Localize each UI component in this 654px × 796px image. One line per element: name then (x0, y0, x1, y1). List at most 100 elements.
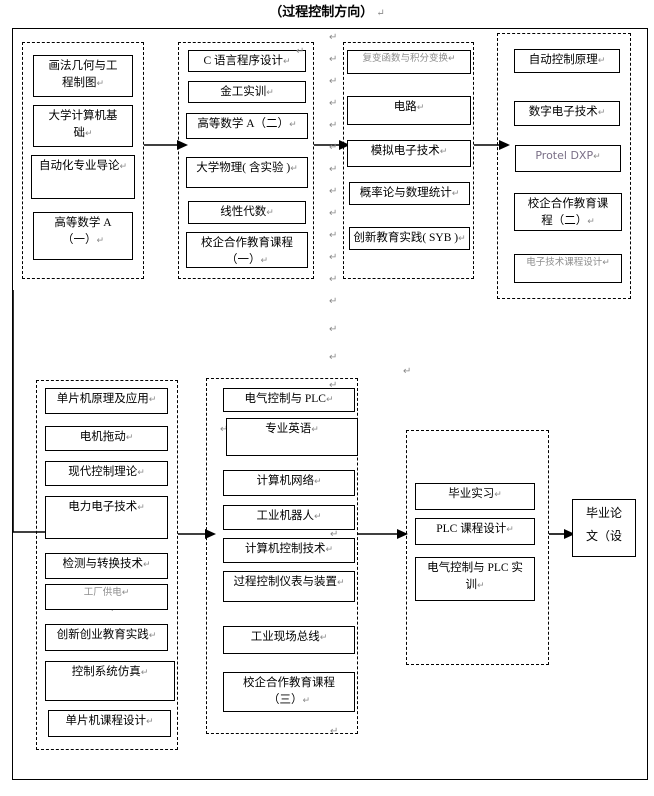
pilcrow-icon: ↵ (403, 366, 412, 377)
pilcrow-icon: ↵ (597, 108, 606, 118)
course-box[interactable]: 过程控制仪表与装置↵ (223, 571, 355, 602)
course-box[interactable]: 校企合作教育课 程（二）↵ (514, 193, 622, 231)
semester-group-1 (22, 42, 144, 279)
semester-group-4 (497, 33, 631, 299)
course-box[interactable]: 画法几何与工 程制图↵ (33, 55, 133, 97)
pilcrow-icon: ↵ (336, 578, 345, 588)
course-box[interactable]: 电路↵ (347, 96, 471, 125)
course-box[interactable]: 工业现场总线↵ (223, 626, 355, 654)
course-box[interactable]: 单片机课程设计↵ (48, 710, 171, 737)
arrow-g1-to-g2 (144, 138, 188, 152)
pilcrow-icon: ↵ (84, 128, 93, 139)
course-box[interactable]: 电子技术课程设计↵ (514, 254, 622, 283)
semester-group-3 (343, 42, 474, 279)
course-box[interactable]: 创新创业教育实践↵ (45, 624, 168, 651)
pilcrow-icon: ↵ (313, 512, 322, 522)
course-box[interactable]: 大学物理( 含实验 )↵ (186, 157, 308, 188)
pilcrow-icon: ↵ (329, 208, 338, 219)
pilcrow-icon: ↵ (145, 717, 154, 727)
pilcrow-icon: ↵ (319, 633, 328, 643)
pilcrow-icon: ↵ (266, 88, 274, 98)
pilcrow-icon: ↵ (283, 57, 291, 67)
course-box[interactable]: 现代控制理论↵ (45, 461, 168, 486)
pilcrow-icon: ↵ (597, 56, 606, 66)
pilcrow-icon: ↵ (289, 120, 297, 130)
course-box[interactable]: 高等数学 A （一）↵ (33, 212, 133, 260)
pilcrow-icon: ↵ (121, 588, 130, 598)
pilcrow-icon: ↵ (137, 503, 145, 513)
course-box[interactable]: 校企合作教育课程 （三）↵ (223, 672, 355, 712)
course-box[interactable]: 电气控制与 PLC 实 训↵ (415, 557, 535, 601)
arrow-g2-to-g3 (314, 138, 350, 152)
graduation-thesis-box[interactable]: 毕业论 文（设 (572, 499, 636, 557)
pilcrow-icon: ↵ (329, 76, 338, 87)
semester-group-7 (406, 430, 549, 665)
pilcrow-icon: ↵ (313, 477, 322, 487)
semester-group-5 (36, 380, 178, 750)
course-box[interactable]: 创新教育实践( SYB )↵ (349, 227, 470, 250)
pilcrow-icon: ↵ (266, 208, 274, 218)
course-box[interactable]: 控制系统仿真↵ (45, 661, 175, 701)
pilcrow-icon: ↵ (137, 468, 145, 478)
pilcrow-icon: ↵ (329, 252, 338, 263)
course-box[interactable]: 毕业实习↵ (415, 483, 535, 510)
pilcrow-icon: ↵ (125, 433, 134, 443)
course-box[interactable]: 大学计算机基 础↵ (33, 105, 133, 147)
course-box[interactable]: 金工实训↵ (188, 81, 306, 103)
page-title-text: （过程控制方向） (269, 4, 374, 19)
course-box[interactable]: 工厂供电↵ (45, 584, 168, 610)
pilcrow-icon: ↵ (506, 525, 514, 535)
pilcrow-icon: ↵ (329, 120, 338, 131)
pilcrow-icon: ↵ (260, 255, 269, 266)
pilcrow-icon: ↵ (329, 380, 338, 391)
pilcrow-icon: ↵ (290, 164, 298, 174)
pilcrow-icon: ↵ (329, 296, 338, 307)
course-box[interactable]: 数字电子技术↵ (514, 101, 620, 126)
course-box[interactable]: 专业英语↵ (226, 418, 358, 456)
course-box[interactable]: 计算机控制技术↵ (223, 538, 355, 563)
course-box[interactable]: 模拟电子技术↵ (347, 140, 471, 167)
course-box[interactable]: C 语言程序设计↵ (188, 50, 306, 72)
pilcrow-icon: ↵ (593, 152, 601, 162)
pilcrow-icon: ↵ (476, 580, 485, 591)
pilcrow-icon: ↵ (148, 631, 157, 641)
course-box[interactable]: PLC 课程设计↵ (415, 518, 535, 545)
course-box[interactable]: 检测与转换技术↵ (45, 553, 168, 579)
pilcrow-icon: ↵ (416, 103, 425, 113)
pilcrow-icon: ↵ (329, 98, 338, 109)
arrow-g5-to-g6 (178, 527, 216, 541)
pilcrow-icon: ↵ (494, 490, 502, 500)
pilcrow-icon: ↵ (587, 216, 595, 227)
pilcrow-icon: ↵ (447, 54, 456, 64)
course-box[interactable]: 自动化专业导论↵ (31, 155, 135, 199)
course-box[interactable]: 复变函数与积分变换↵ (347, 50, 471, 74)
pilcrow-icon: ↵ (329, 274, 338, 285)
pilcrow-icon: ↵ (330, 529, 339, 540)
course-box[interactable]: 单片机原理及应用↵ (45, 388, 168, 414)
pilcrow-icon: ↵ (329, 164, 338, 175)
pilcrow-icon: ↵ (296, 46, 305, 57)
semester-group-6 (206, 378, 358, 734)
course-box[interactable]: 计算机网络↵ (223, 470, 355, 496)
course-box[interactable]: 电机拖动↵ (45, 426, 168, 451)
semester-group-2 (178, 42, 314, 279)
pilcrow-icon: ↵ (451, 189, 460, 199)
pilcrow-icon: ↵ (329, 186, 338, 197)
course-box[interactable]: 概率论与数理统计↵ (349, 182, 470, 205)
course-box[interactable]: Protel DXP↵ (515, 145, 621, 172)
pilcrow-icon: ↵ (329, 230, 338, 241)
pilcrow-icon: ↵ (376, 8, 385, 19)
course-box[interactable]: 工业机器人↵ (223, 505, 355, 530)
pilcrow-icon: ↵ (329, 324, 338, 335)
course-box[interactable]: 电气控制与 PLC↵ (223, 388, 355, 412)
course-box[interactable]: 电力电子技术↵ (45, 496, 168, 539)
arrow-g3-to-g4 (474, 138, 510, 152)
course-box[interactable]: 自动控制原理↵ (514, 49, 620, 73)
pilcrow-icon: ↵ (302, 695, 311, 706)
course-box[interactable]: 高等数学 A（二）↵ (186, 113, 308, 139)
course-box[interactable]: 校企合作教育课程 （一）↵ (186, 232, 308, 268)
pilcrow-icon: ↵ (329, 352, 338, 363)
pilcrow-icon: ↵ (329, 142, 338, 153)
course-box[interactable]: 线性代数↵ (188, 201, 306, 224)
